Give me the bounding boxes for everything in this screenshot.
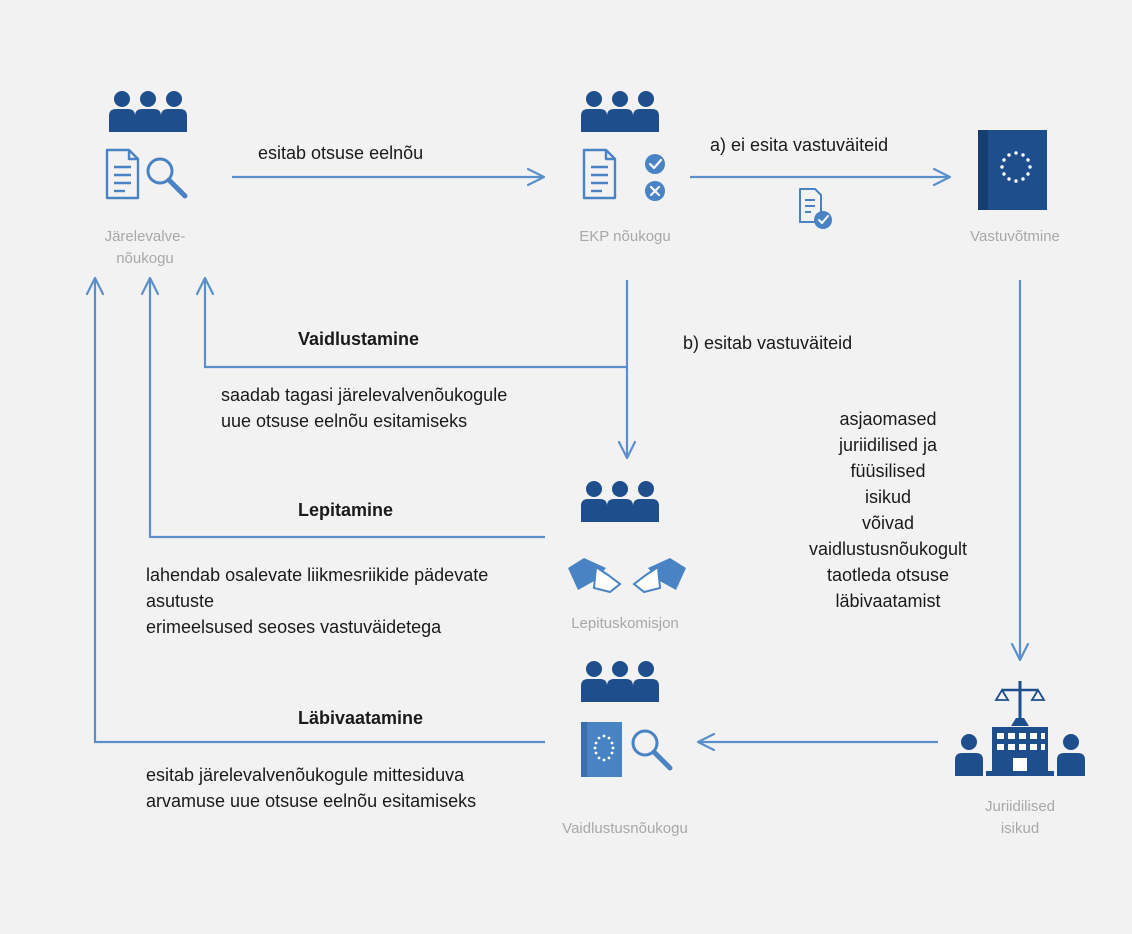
node-mediation-panel: Lepituskomisjon: [571, 615, 679, 632]
heading-challenge: Vaidlustamine: [298, 329, 420, 349]
document-search-icon: [105, 148, 188, 200]
text-review: esitab järelevalvenõukogule mittesiduva …: [146, 765, 477, 811]
people-group-icon: [581, 91, 659, 132]
heading-review: Läbivaatamine: [298, 708, 424, 728]
label-no-objection: a) ei esita vastuväiteid: [710, 135, 889, 155]
text-challenge: saadab tagasi järelevalvenõukogule uue o…: [221, 385, 508, 431]
arrow-review-return: [85, 276, 545, 744]
node-governing-council: EKP nõukogu: [579, 228, 671, 245]
node-supervisory-board: Järelevalve- nõukogu: [104, 228, 186, 267]
text-persons-request: asjaomased juriidilised ja füüsilised is…: [808, 409, 968, 611]
handshake-icon: [568, 558, 686, 594]
court-building-icon: [955, 681, 1085, 776]
people-group-icon: [581, 481, 659, 522]
document-check-icon: [799, 188, 832, 229]
people-group-icon: [109, 91, 187, 132]
heading-mediation: Lepitamine: [298, 500, 394, 520]
text-mediation: lahendab osalevate liikmesriikide pädeva…: [146, 565, 489, 637]
eu-flag-book-icon: [978, 130, 1047, 210]
people-group-icon: [581, 661, 659, 702]
node-administrative-board: Vaidlustusnõukogu: [562, 820, 688, 837]
node-adoption: Vastuvõtmine: [970, 228, 1060, 245]
node-legal-persons: Juriidilised isikud: [984, 798, 1056, 837]
arrow-mediation-return: [140, 276, 545, 539]
arrow-challenge-return: [195, 276, 627, 369]
eu-book-search-icon: [581, 722, 673, 777]
label-objection: b) esitab vastuväiteid: [683, 333, 853, 353]
label-submits-draft: esitab otsuse eelnõu: [258, 143, 424, 163]
document-check-cross-icon: [582, 148, 665, 201]
